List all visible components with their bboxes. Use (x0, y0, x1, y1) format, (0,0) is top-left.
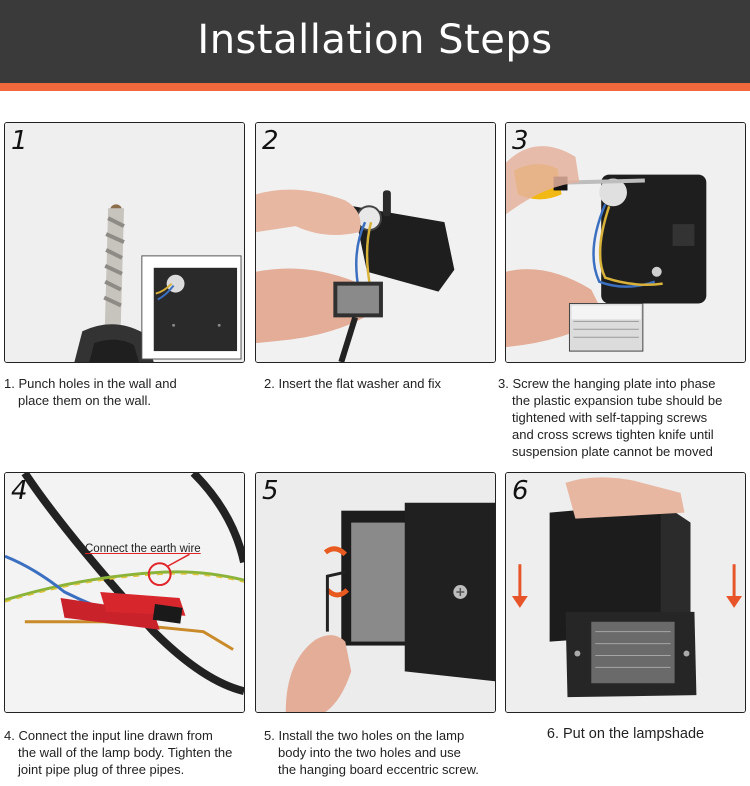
step-6-number: 6 (512, 476, 529, 506)
header-accent-bar (0, 83, 750, 91)
step-3-number: 3 (512, 126, 529, 156)
step-6-image: 6 (505, 472, 746, 713)
step-1-caption-line-2: place them on the wall. (18, 393, 151, 408)
step-4-caption-line-3: joint pipe plug of three pipes. (18, 762, 185, 777)
step-5-caption-line-3: the hanging board eccentric screw. (278, 762, 479, 777)
step-5-caption-line-1: 5. Install the two holes on the lamp (264, 728, 465, 743)
step-1-number: 1 (11, 126, 28, 156)
step-6-caption: 6. Put on the lampshade (505, 726, 746, 743)
step-3-caption-line-1: 3. Screw the hanging plate into phase (498, 376, 716, 391)
step-2-number: 2 (262, 126, 279, 156)
step-4-number: 4 (11, 476, 28, 506)
step-2-image: 2 (255, 122, 496, 363)
step-3-caption-line-3: tightened with self-tapping screws (512, 410, 708, 425)
step-2-caption-line-1: 2. Insert the flat washer and fix (264, 376, 442, 391)
step-3-caption: 3. Screw the hanging plate into phase th… (498, 375, 722, 460)
step-4-caption-line-2: the wall of the lamp body. Tighten the (18, 745, 233, 760)
step-2-caption: 2. Insert the flat washer and fix (264, 375, 441, 392)
washer-illustration (256, 123, 495, 362)
step-6-caption-line-1: 6. Put on the lampshade (546, 726, 705, 742)
step-5-number: 5 (262, 476, 279, 506)
step-1-image: 1 (4, 122, 245, 363)
earth-wire-annotation: Connect the earth wire (85, 543, 201, 555)
screwdriver-illustration (506, 123, 745, 362)
step-4-caption-line-1: 4. Connect the input line drawn from (4, 728, 213, 743)
step-3-caption-line-5: suspension plate cannot be moved (512, 444, 713, 459)
step-5-caption-line-2: body into the two holes and use (278, 745, 461, 760)
step-1-caption: 1. Punch holes in the wall and place the… (4, 375, 177, 409)
step-1-caption-line-1: 1. Punch holes in the wall and (4, 376, 177, 391)
eccentric-screw-illustration (256, 473, 495, 712)
step-5-image: 5 (255, 472, 496, 713)
lampshade-illustration (506, 473, 745, 712)
step-3-image: 3 (505, 122, 746, 363)
drill-illustration (5, 123, 244, 362)
step-5-caption: 5. Install the two holes on the lamp bod… (264, 727, 479, 778)
step-3-caption-line-2: the plastic expansion tube should be (512, 393, 723, 408)
page-title: Installation Steps (197, 17, 553, 63)
header-banner: Installation Steps (0, 0, 750, 83)
step-4-caption: 4. Connect the input line drawn from the… (4, 727, 232, 778)
wiring-illustration (5, 473, 244, 712)
step-3-caption-line-4: and cross screws tighten knife until (512, 427, 714, 442)
step-4-image: 4 Connect the earth wire (4, 472, 245, 713)
